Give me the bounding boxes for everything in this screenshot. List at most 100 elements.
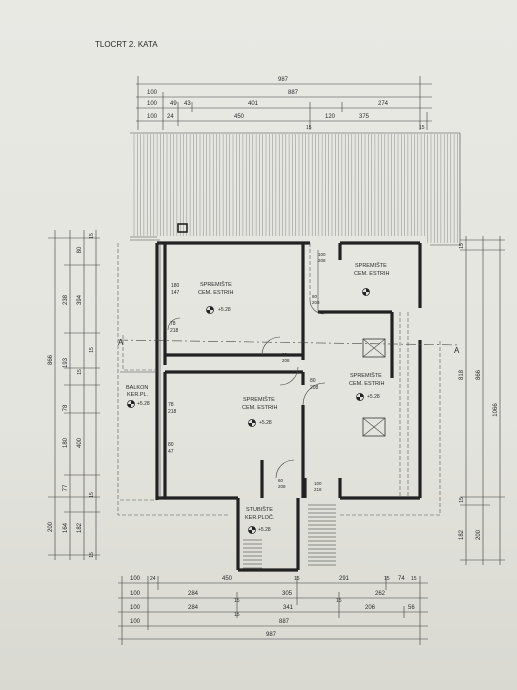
balcony-floor: KER.PL. xyxy=(127,392,149,398)
dim-bot-r1-b: 24 xyxy=(150,576,156,582)
dim-top-r2-b: 887 xyxy=(288,90,299,96)
walls xyxy=(155,223,422,572)
dim-top-r4-e: 375 xyxy=(359,114,370,120)
dim-bot-r3-a: 100 xyxy=(130,605,141,611)
dim-top-r3-a: 100 xyxy=(147,101,158,107)
dashed-outlines xyxy=(117,243,441,516)
room-4-name: SPREMIŠTE xyxy=(350,372,382,379)
dim-right-818: 818 xyxy=(459,369,465,380)
opening-labels: 180 147 78 218 78 218 80 47 80 208 80 20… xyxy=(168,252,326,492)
room-2-floor: CEM. ESTRIH xyxy=(354,271,389,277)
dim-left-small-3: 15 xyxy=(89,492,95,498)
level-marker-icon xyxy=(248,419,256,427)
dim-bot-r2-a: 100 xyxy=(130,591,141,597)
dim-bot-r2-f: 262 xyxy=(375,591,386,597)
level-marker-icon xyxy=(127,400,135,408)
dim-left-78: 78 xyxy=(63,404,69,411)
room-1-level: +5.28 xyxy=(218,307,231,313)
opening-d3: 80 xyxy=(312,294,318,299)
dim-top-r4-f: 15 xyxy=(419,125,425,131)
opening-d4: 60 xyxy=(278,478,284,483)
opening-w1b: 147 xyxy=(171,290,180,296)
opening-d2b: 208 xyxy=(310,385,319,391)
dim-left-400: 400 xyxy=(77,437,83,448)
dim-bot-r5: 987 xyxy=(266,632,277,638)
dim-bot-r3-f: 56 xyxy=(408,605,415,611)
detail-lines xyxy=(117,236,461,498)
opening-d5b: 208 xyxy=(318,258,326,263)
roof-outline xyxy=(130,132,461,246)
dim-top-total: 987 xyxy=(278,77,289,83)
dim-right-small-1: 15 xyxy=(459,243,465,249)
opening-w3b: 218 xyxy=(168,409,177,415)
dim-left-180: 180 xyxy=(63,437,69,448)
dim-left-200: 200 xyxy=(48,521,54,532)
dim-right-200: 200 xyxy=(476,529,482,540)
right-dimension-chain: 818 182 866 200 1066 15 15 xyxy=(459,236,505,565)
stair-name: STUBIŠTE xyxy=(246,506,273,513)
dim-left-small-4: 15 xyxy=(89,552,95,558)
opening-d1: 80 xyxy=(282,352,288,357)
level-marker-icon xyxy=(248,526,256,534)
dim-top-r4-c: 450 xyxy=(234,114,245,120)
room-2-name: SPREMIŠTE xyxy=(355,262,387,269)
opening-d4b: 208 xyxy=(278,484,286,489)
room-3-floor: CEM. ESTRIH xyxy=(242,405,277,411)
dim-left-394: 394 xyxy=(77,294,83,305)
level-markers xyxy=(127,288,370,534)
dim-bot-r4-a: 100 xyxy=(130,619,141,625)
dim-right-182: 182 xyxy=(459,529,465,540)
balcony-level: +5.28 xyxy=(137,401,150,407)
balcony-name: BALKON xyxy=(126,385,148,391)
opening-w2b: 218 xyxy=(170,328,179,334)
room-1-floor: CEM. ESTRIH xyxy=(198,290,233,296)
dim-left-small-2: 15 xyxy=(89,347,95,353)
opening-d1b: 208 xyxy=(282,358,290,363)
dim-top-r3-f: 274 xyxy=(378,101,389,107)
dim-bot-r1-c: 450 xyxy=(222,576,233,582)
dim-bot-r2-b: 284 xyxy=(188,591,199,597)
bottom-dimension-chain: 100 24 450 15 291 15 74 15 100 284 15 30… xyxy=(118,576,428,645)
dim-bot-r1-h: 15 xyxy=(411,576,417,582)
dim-top-r3-c: 43 xyxy=(184,101,191,107)
plan-title: TLOCRT 2. KATA xyxy=(95,40,158,49)
dim-right-small-2: 15 xyxy=(459,497,465,503)
top-dimension-chain: 987 100 887 100 49 43 401 120 274 100 24… xyxy=(136,76,432,131)
stair-floor: KER.PLOČ. xyxy=(245,514,275,521)
dim-left-77: 77 xyxy=(63,484,69,491)
opening-w3: 78 xyxy=(168,402,174,408)
dim-top-r4-a: 100 xyxy=(147,114,158,120)
dim-bot-r3-c: 15 xyxy=(234,612,240,618)
room-4-level: +5.28 xyxy=(367,394,380,400)
dim-bot-r3-d: 341 xyxy=(283,605,294,611)
room-labels: SPREMIŠTE CEM. ESTRIH +5.28 SPREMIŠTE CE… xyxy=(126,262,389,533)
dim-top-r3-d: 401 xyxy=(248,101,259,107)
dim-right-866: 866 xyxy=(476,369,482,380)
dim-bot-r2-d: 305 xyxy=(282,591,293,597)
dim-bot-r1-g: 74 xyxy=(398,576,405,582)
room-1-name: SPREMIŠTE xyxy=(200,281,232,288)
room-4-floor: CEM. ESTRIH xyxy=(349,381,384,387)
dim-bot-r2-e: 15 xyxy=(336,598,342,604)
dim-left-small-1: 15 xyxy=(89,233,95,239)
opening-d2: 80 xyxy=(310,378,316,384)
dim-left-866: 866 xyxy=(48,354,54,365)
dim-left-238: 238 xyxy=(63,294,69,305)
opening-d5: 100 xyxy=(318,252,326,257)
room-3-level: +5.28 xyxy=(259,420,272,426)
dim-bot-r4-b: 887 xyxy=(279,619,290,625)
dim-top-r4-b: 24 xyxy=(167,114,174,120)
stair-level: +5.28 xyxy=(258,527,271,533)
roof-hatch xyxy=(133,134,458,243)
section-mark-left: A xyxy=(118,338,124,347)
dim-right-1066: 1066 xyxy=(493,403,499,417)
opening-s1b: 218 xyxy=(314,487,322,492)
dim-bot-r3-e: 206 xyxy=(365,605,376,611)
dim-bot-r1-e: 291 xyxy=(339,576,350,582)
dim-left-193: 193 xyxy=(63,357,69,368)
dim-bot-r2-c: 15 xyxy=(234,598,240,604)
dim-top-r3-e: 120 xyxy=(325,114,336,120)
staircase xyxy=(243,504,336,569)
